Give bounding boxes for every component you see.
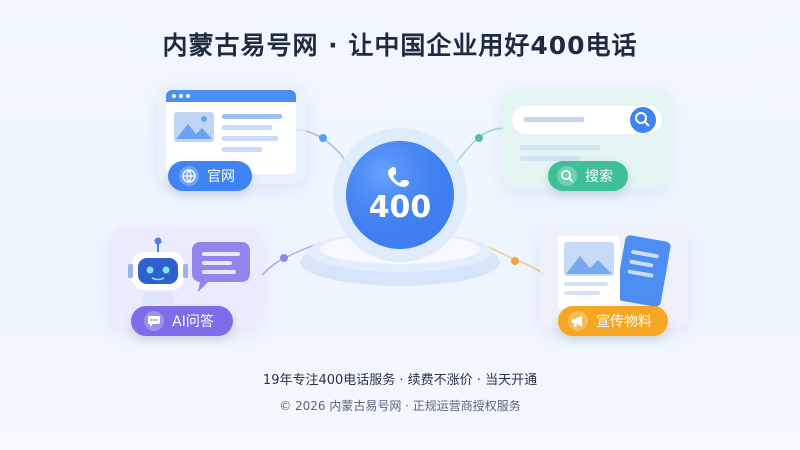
robot-icon — [128, 237, 250, 304]
website-label: 官网 — [207, 169, 235, 185]
chat-bubble-icon — [144, 311, 165, 331]
search-bar-illustration — [512, 106, 662, 161]
copyright: © 2026 内蒙古易号网 · 正规运营商授权服务 — [279, 399, 521, 413]
promo-materials-label: 宣传物料 — [596, 314, 652, 330]
browser-window-icon — [166, 90, 296, 174]
phone-icon — [387, 166, 410, 187]
hub-number: 400 — [368, 190, 432, 225]
ai-qa-button[interactable]: AI问答 — [131, 306, 233, 336]
website-button[interactable]: 官网 — [168, 161, 252, 191]
tagline: 19年专注400电话服务 · 续费不涨价 · 当天开通 — [262, 373, 538, 388]
ai-qa-label: AI问答 — [172, 314, 214, 330]
search-button[interactable]: 搜索 — [548, 161, 628, 191]
page-title: 内蒙古易号网 · 让中国企业用好400电话 — [162, 31, 638, 60]
promo-materials-button[interactable]: 宣传物料 — [558, 306, 668, 336]
search-icon — [557, 166, 577, 186]
globe-icon — [179, 166, 199, 186]
brochure-icon — [558, 235, 671, 310]
megaphone-icon — [568, 311, 588, 331]
search-label: 搜索 — [585, 169, 613, 185]
